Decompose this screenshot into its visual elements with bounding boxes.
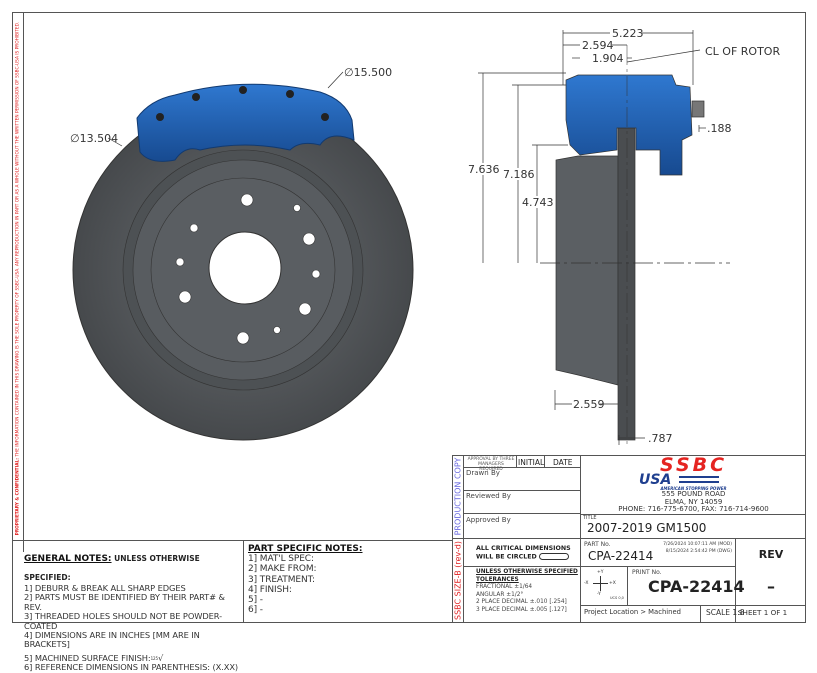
date-header: DATE xyxy=(553,458,573,467)
print-no-label: PRINT No. xyxy=(632,569,662,576)
part-number: CPA-22414 xyxy=(588,549,654,563)
center-bore xyxy=(208,231,282,305)
modified-date: 7/26/2024 10:07:11 AM (MOD) xyxy=(663,542,732,547)
part-note: 4] FINISH: xyxy=(248,584,292,595)
part-note: 3] TREATMENT: xyxy=(248,574,315,585)
scale: SCALE 1:8 xyxy=(706,608,745,617)
approval-block xyxy=(463,455,581,539)
tolerance-angular: ANGULAR ±1/2° xyxy=(476,591,524,598)
drawing-title: 2007-2019 GM1500 xyxy=(587,521,707,535)
axis-plus-x: +X xyxy=(609,581,616,586)
print-number: CPA-22414 xyxy=(648,577,745,596)
drawing-frame xyxy=(12,12,806,623)
circled-dimension-icon xyxy=(538,553,569,560)
tolerance-fractional: FRACTIONAL ±1/64 xyxy=(476,584,533,590)
general-note: 4] DIMENSIONS ARE IN INCHES [MM ARE IN B… xyxy=(24,630,200,650)
notes-divider xyxy=(243,540,244,623)
production-copy-label: PRODUCTION COPY xyxy=(453,457,463,536)
part-note: 1] MAT'L SPEC: xyxy=(248,554,314,564)
general-note: 5] MACHINED SURFACE FINISH: xyxy=(24,652,151,663)
general-notes-title: GENERAL NOTES: xyxy=(24,554,112,564)
rotor-disc-side xyxy=(617,127,636,441)
caliper-diameter-label: ∅15.500 xyxy=(344,66,392,79)
initial-header: INITIAL xyxy=(518,458,545,467)
drawn-by-label: Drawn By xyxy=(466,469,500,477)
lug-holes xyxy=(175,193,321,345)
general-notes: GENERAL NOTES: UNLESS OTHERWISE SPECIFIE… xyxy=(24,546,244,673)
rev-value: – xyxy=(767,577,775,596)
tolerance-title-2: TOLERANCES xyxy=(476,576,519,583)
notes-area xyxy=(12,540,452,623)
tolerance-3-place: 3 PLACE DECIMAL ±.005 [.127] xyxy=(476,606,567,613)
coordinate-axes-icon: +Y -X +X -Y UCS 0,0 xyxy=(581,567,627,605)
logo-stripes xyxy=(679,476,719,483)
general-notes-subtitle: UNLESS OTHERWISE SPECIFIED: xyxy=(24,554,200,582)
size-label: SSBC SIZE-B (rev-d) xyxy=(453,541,463,620)
sheet-number: SHEET 1 OF 1 xyxy=(738,608,788,617)
approval-note: APPROVAL BY THREE MANAGERS REQUIRED xyxy=(467,457,515,472)
logo-ssbc: SSBC xyxy=(659,454,728,476)
axis-plus-y: +Y xyxy=(597,570,604,575)
part-notes: PART SPECIFIC NOTES: 1] MAT'L SPEC: 2] M… xyxy=(248,544,438,616)
tolerances: UNLESS OTHERWISE SPECIFIED TOLERANCES FR… xyxy=(476,569,578,614)
front-view: ∅15.500 ∅13.504 xyxy=(70,66,414,441)
critical-dims-note: ALL CRITICAL DIMENSIONS xyxy=(476,545,571,552)
confidential-strip: PROPRIETARY & CONFIDENTIAL: THE INFORMAT… xyxy=(12,12,24,552)
drawing-views: ∅15.500 ∅13.504 5.223 2.594 1.904 CL OF … xyxy=(70,27,780,445)
address-line-1: 555 POUND ROAD xyxy=(661,490,726,498)
tolerance-2-place: 2 PLACE DECIMAL ±.010 [.254] xyxy=(476,599,567,605)
dim-mount-to-cl: 1.904 xyxy=(592,52,624,65)
tolerance-title: UNLESS OTHERWISE SPECIFIED xyxy=(476,569,578,575)
critical-dims-note-2: WILL BE CIRCLED xyxy=(476,553,537,561)
side-view-dimensions: 5.223 2.594 1.904 CL OF ROTOR .188 7.636… xyxy=(466,27,780,445)
axis-minus-x: -X xyxy=(584,581,589,586)
project-location: Project Location > Machined xyxy=(584,608,681,616)
dim-hat-depth: 2.559 xyxy=(573,398,605,411)
logo-tagline: AMERICAN STOPPING POWER xyxy=(660,486,727,491)
logo-usa: USA xyxy=(639,472,672,488)
rotor-hat-side xyxy=(555,155,619,386)
side-view xyxy=(478,30,730,445)
caliper-side xyxy=(565,74,693,176)
dim-overall-width: 5.223 xyxy=(612,27,644,40)
dim-hat-height: 4.743 xyxy=(522,196,554,209)
surface-finish-icon: √ xyxy=(157,652,164,663)
part-note: 5] - xyxy=(248,595,263,606)
general-note: 2] PARTS MUST BE IDENTIFIED BY THEIR PAR… xyxy=(24,592,225,612)
part-no-label: PART No. xyxy=(584,541,611,548)
title-label: TITLE xyxy=(583,515,597,521)
reviewed-by-label: Reviewed By xyxy=(466,492,511,500)
drawing-date: 8/15/2024 2:54:42 PM (DWG) xyxy=(665,549,732,554)
dim-rotor-thickness: .787 xyxy=(648,432,673,445)
surface-finish-value: 125 xyxy=(150,655,158,661)
caliper-bolts xyxy=(156,86,329,121)
part-notes-title: PART SPECIFIC NOTES: xyxy=(248,544,363,554)
address-line-2: ELMA, NY 14059 xyxy=(664,497,723,506)
rotor-diameter-label: ∅13.504 xyxy=(70,132,118,145)
part-note: 6] - xyxy=(248,605,263,616)
caliper-front xyxy=(136,83,355,162)
cl-of-rotor-label: CL OF ROTOR xyxy=(705,45,780,58)
part-note: 2] MAKE FROM: xyxy=(248,564,317,575)
dim-caliper-body-height: 7.186 xyxy=(503,168,535,181)
rev-label: REV xyxy=(758,548,784,561)
title-block xyxy=(452,455,806,623)
general-note: 3] THREADED HOLES SHOULD NOT BE POWDER-C… xyxy=(24,611,223,631)
dim-bleeder-offset: .188 xyxy=(707,122,732,135)
company-logo: SSBC USA AMERICAN STOPPING POWER 555 POU… xyxy=(581,455,806,514)
ucs-label: UCS 0,0 xyxy=(610,596,624,600)
general-note: 1] DEBURR & BREAK ALL SHARP EDGES xyxy=(24,583,186,593)
bleeder-screw xyxy=(691,100,705,118)
general-note: 6] REFERENCE DIMENSIONS IN PARENTHESIS: … xyxy=(24,662,239,673)
approved-by-label: Approved By xyxy=(466,516,511,524)
axis-minus-y: -Y xyxy=(597,592,601,597)
phone-fax: PHONE: 716-775-6700, FAX: 716-714-9600 xyxy=(618,505,769,513)
dim-caliper-height: 7.636 xyxy=(468,163,500,176)
dim-caliper-to-cl: 2.594 xyxy=(582,39,614,52)
